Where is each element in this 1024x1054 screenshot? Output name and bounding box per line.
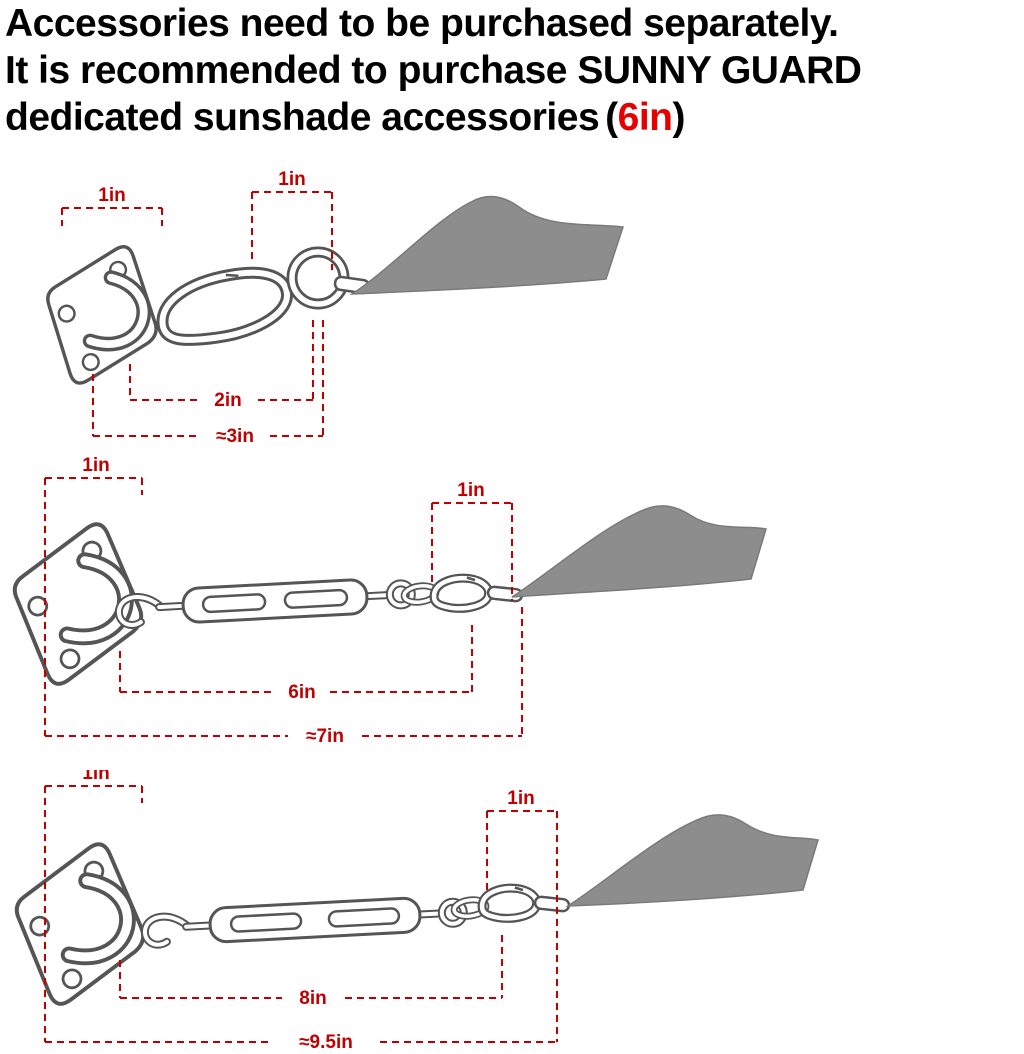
dimension-line <box>44 477 143 736</box>
pad-eye-plate <box>46 245 158 385</box>
dimension-line <box>119 935 503 999</box>
pad-eye-loop <box>60 872 136 966</box>
dim-pad-eye-width: 1in <box>44 770 143 1042</box>
dimension-line <box>486 810 558 1042</box>
dim-ring-width: 1in <box>486 788 558 1042</box>
dim-total-length: ≈7in <box>45 607 523 747</box>
snap-hook-gate <box>514 886 524 892</box>
dimension-line <box>92 320 324 437</box>
dim-label-total: ≈3in <box>216 426 254 447</box>
dim-label-ring: 1in <box>457 480 484 501</box>
dim-label-pad-eye: 1in <box>82 455 109 476</box>
turnbuckle-slot <box>283 588 349 609</box>
dim-label-ring: 1in <box>507 788 534 809</box>
dim-inner-length: 2in <box>129 320 314 411</box>
header-line-2: It is recommended to purchase SUNNY GUAR… <box>5 49 862 92</box>
sail-strap <box>533 895 571 913</box>
sail-corner <box>511 505 767 598</box>
dim-label-pad-eye: 1in <box>98 185 125 206</box>
turnbuckle-eye-bolt <box>385 579 416 610</box>
dimension-line <box>119 625 473 693</box>
dimension-line <box>45 607 523 737</box>
carabiner <box>156 266 294 346</box>
screw-hole <box>57 304 76 323</box>
turnbuckle-slot <box>229 912 303 933</box>
dim-total-length: ≈9.5in <box>45 1032 557 1053</box>
sail-corner <box>349 195 624 295</box>
turnbuckle <box>114 578 416 629</box>
dim-label-total: ≈7in <box>306 726 344 747</box>
screw-hole <box>27 595 49 617</box>
header-text: Accessories need to be purchased separat… <box>5 0 1021 141</box>
dim-inner-length: 6in <box>119 625 473 703</box>
dim-label-pad-eye: 1in <box>82 770 109 784</box>
header-line-3-text: dedicated sunshade accessories <box>5 96 600 139</box>
pad-eye <box>12 522 144 686</box>
dim-ring-width: 1in <box>251 169 333 270</box>
dim-pad-eye-width: 1in <box>61 185 163 226</box>
turnbuckle-hook <box>114 593 166 629</box>
snap-hook <box>477 883 542 923</box>
dim-label-inner: 8in <box>299 988 326 1009</box>
open-paren: ( <box>605 96 618 139</box>
snap-hook-gate <box>466 576 476 582</box>
pad-eye-loop <box>82 270 152 352</box>
header-line-1: Accessories need to be purchased separat… <box>5 2 839 45</box>
diagram-carabiner-assembly: 1in 1in 2in ≈3in <box>46 169 624 447</box>
snap-hook <box>429 573 494 613</box>
screw-hole <box>59 648 81 670</box>
turnbuckle-slot <box>327 907 401 928</box>
dimension-line <box>129 320 314 401</box>
pad-eye <box>46 245 158 385</box>
carabiner-gate <box>225 273 239 278</box>
dim-label-ring: 1in <box>278 169 305 190</box>
dim-ring-width: 1in <box>431 480 513 601</box>
close-paren: ) <box>672 96 686 139</box>
turnbuckle <box>141 896 468 949</box>
pad-eye <box>14 842 146 1006</box>
diagram-turnbuckle-8in: 1in 1in 8in ≈9.5in <box>14 770 819 1053</box>
dimension-line <box>61 207 163 226</box>
pad-eye-plate <box>14 842 146 1006</box>
screw-hole <box>81 352 100 372</box>
dim-total-length: ≈3in <box>92 320 324 447</box>
dimension-line <box>431 502 513 601</box>
pad-eye-loop <box>58 552 134 646</box>
dim-label-inner: 6in <box>288 682 315 703</box>
dim-label-inner: 2in <box>214 390 241 411</box>
header-line-3: dedicated sunshade accessories(6in) <box>5 94 1021 141</box>
sail-corner <box>565 814 819 907</box>
dimension-line <box>251 191 333 270</box>
dim-label-total: ≈9.5in <box>299 1032 353 1053</box>
dim-pad-eye-width: 1in <box>44 455 143 736</box>
turnbuckle-eye-bolt <box>437 897 468 928</box>
diagram-turnbuckle-6in: 1in 1in 6in ≈7in <box>12 455 767 747</box>
size-highlight: 6in <box>617 96 673 139</box>
dimension-line <box>44 785 143 1042</box>
turnbuckle-hook <box>141 912 193 949</box>
turnbuckle-slot <box>201 593 267 614</box>
pad-eye-plate <box>12 522 144 686</box>
dim-inner-length: 8in <box>119 935 503 1009</box>
screw-hole <box>61 968 83 990</box>
